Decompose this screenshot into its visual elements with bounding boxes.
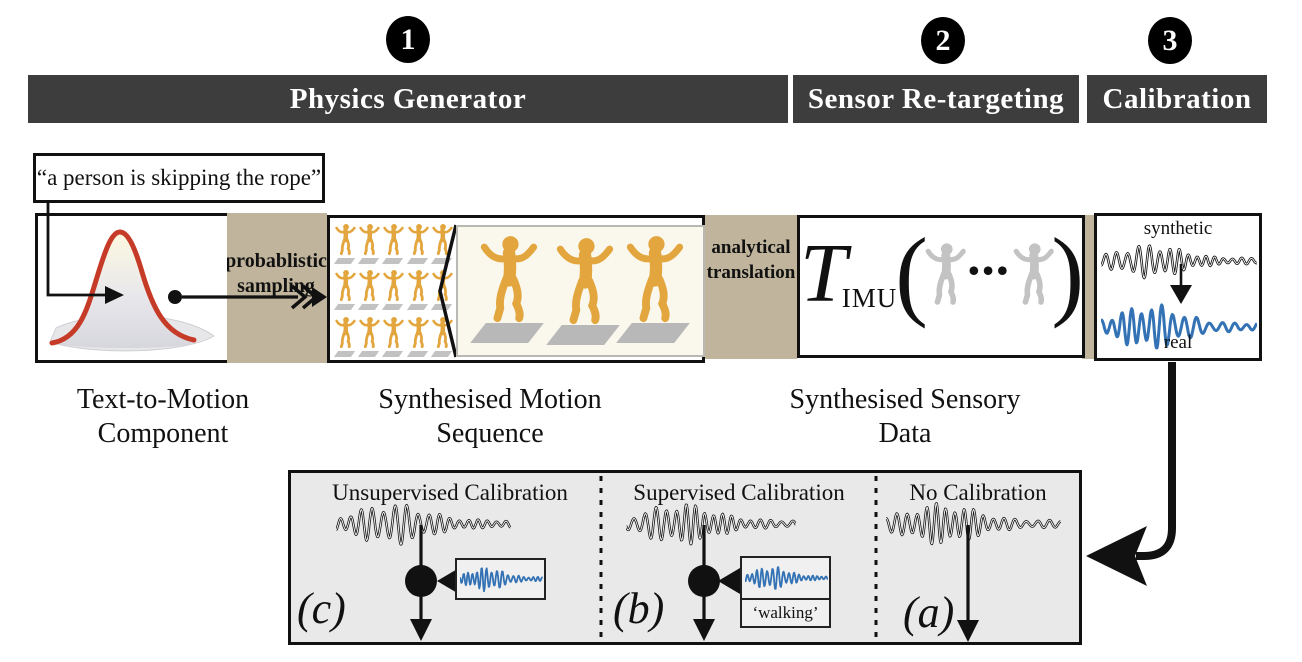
header-label: Physics Generator <box>289 82 527 115</box>
down-arrowhead <box>410 619 432 641</box>
activity-label: ‘walking’ <box>742 598 829 626</box>
down-arrowhead <box>693 619 715 641</box>
section-tag-b: (b) <box>613 584 665 633</box>
motion-zoom-box <box>456 225 705 357</box>
person-icon <box>333 268 357 313</box>
connector-label-line2: translation <box>706 262 796 283</box>
real-waveform <box>1101 303 1257 350</box>
big-left-arrowhead <box>1086 526 1147 586</box>
motion-sequence-box <box>327 215 705 363</box>
connector-label-line2: sampling <box>237 275 315 297</box>
section-tag-c: (c) <box>297 584 346 633</box>
caption-sensory-data: Synthesised Sensory Data <box>740 383 1070 451</box>
labelled-signal-chip: ‘walking’ <box>740 556 831 628</box>
step-number: 3 <box>1162 23 1178 57</box>
caption-text-to-motion: Text-to-Motion Component <box>30 383 296 451</box>
connector-label-line1: analytical <box>711 237 791 258</box>
sensor-waveform <box>626 503 796 546</box>
person-icon <box>358 315 381 360</box>
caption-line: Synthesised Sensory <box>789 384 1021 415</box>
down-arrow-icon <box>1170 264 1192 304</box>
section-title-none: No Calibration <box>909 480 1047 505</box>
zoom-bracket <box>438 224 458 358</box>
floor-mat <box>333 258 356 264</box>
header-bar-sensor-retargeting: Sensor Re-targeting <box>793 75 1079 123</box>
caption-line: Text-to-Motion <box>76 384 250 415</box>
section-title-supervised: Supervised Calibration <box>633 480 845 505</box>
person-icon <box>406 268 430 313</box>
person-icon <box>358 268 381 313</box>
person-icon <box>616 233 690 353</box>
caption-line: Sequence <box>436 418 544 449</box>
floor-mat <box>616 323 690 343</box>
junction-node <box>688 565 720 597</box>
step-badge-3: 3 <box>1148 17 1192 64</box>
person-icon <box>406 315 430 360</box>
person-icon <box>546 235 620 355</box>
person-icon <box>382 222 405 267</box>
connector-analytical-translation: analytical translation <box>705 215 797 359</box>
person-icon <box>333 222 357 267</box>
caption-line: Data <box>878 418 932 449</box>
person-icon <box>470 233 544 353</box>
person-icon <box>382 268 405 313</box>
text-to-motion-box <box>35 213 227 363</box>
header-label: Sensor Re-targeting <box>807 82 1065 115</box>
calibration-panel-graphics <box>405 476 979 642</box>
person-icon <box>1013 240 1054 308</box>
connector-label-line1: probablistic <box>225 250 327 272</box>
sensor-waveform <box>886 502 1061 546</box>
header-bar-physics-generator: Physics Generator <box>28 75 788 123</box>
prompt-bubble: “a person is skipping the rope” <box>33 153 325 203</box>
step-badge-1: 1 <box>386 16 430 63</box>
connector-strip <box>1082 215 1094 359</box>
header-label: Calibration <box>1102 82 1252 115</box>
caption-line: Synthesised Motion <box>378 384 602 415</box>
header-bar-calibration: Calibration <box>1087 75 1267 123</box>
person-icon <box>925 240 966 308</box>
formula-symbol: T <box>800 227 847 320</box>
section-tag-a: (a) <box>903 588 955 637</box>
caption-motion-sequence: Synthesised Motion Sequence <box>325 383 655 451</box>
person-icon <box>358 222 381 267</box>
paren-open: ( <box>895 218 928 330</box>
real-waveform-small <box>745 566 828 590</box>
person-icon <box>382 315 405 360</box>
floor-mat <box>470 323 544 343</box>
real-signal-chip <box>455 558 546 600</box>
step-number: 1 <box>400 22 416 56</box>
step-badge-2: 2 <box>921 17 965 64</box>
connector-probabilistic-sampling: probablistic sampling <box>225 213 327 363</box>
person-icon <box>406 222 430 267</box>
down-arrowhead <box>957 620 979 642</box>
step-number: 2 <box>935 23 951 57</box>
calibration-panel: Unsupervised Calibration Supervised Cali… <box>288 470 1082 645</box>
person-icon <box>333 315 357 360</box>
left-arrowhead <box>437 568 459 594</box>
real-label: real <box>1163 332 1193 353</box>
junction-node <box>405 565 437 597</box>
synthetic-label: synthetic <box>1143 218 1213 239</box>
formula-subscript: IMU <box>841 283 898 313</box>
gaussian-distribution-icon <box>49 229 215 352</box>
prompt-text: “a person is skipping the rope” <box>36 165 322 190</box>
ellipsis-dots: ••• <box>968 251 1011 288</box>
caption-line: Component <box>97 418 229 449</box>
real-waveform-small <box>460 567 543 593</box>
synthetic-waveform <box>1101 244 1257 280</box>
signal-compare-box: synthetic real <box>1094 213 1262 361</box>
floor-mat <box>546 325 620 345</box>
section-title-unsupervised: Unsupervised Calibration <box>332 480 568 505</box>
left-arrowhead <box>718 568 740 594</box>
sensor-waveform <box>336 503 511 546</box>
paren-close: ) <box>1051 218 1084 330</box>
